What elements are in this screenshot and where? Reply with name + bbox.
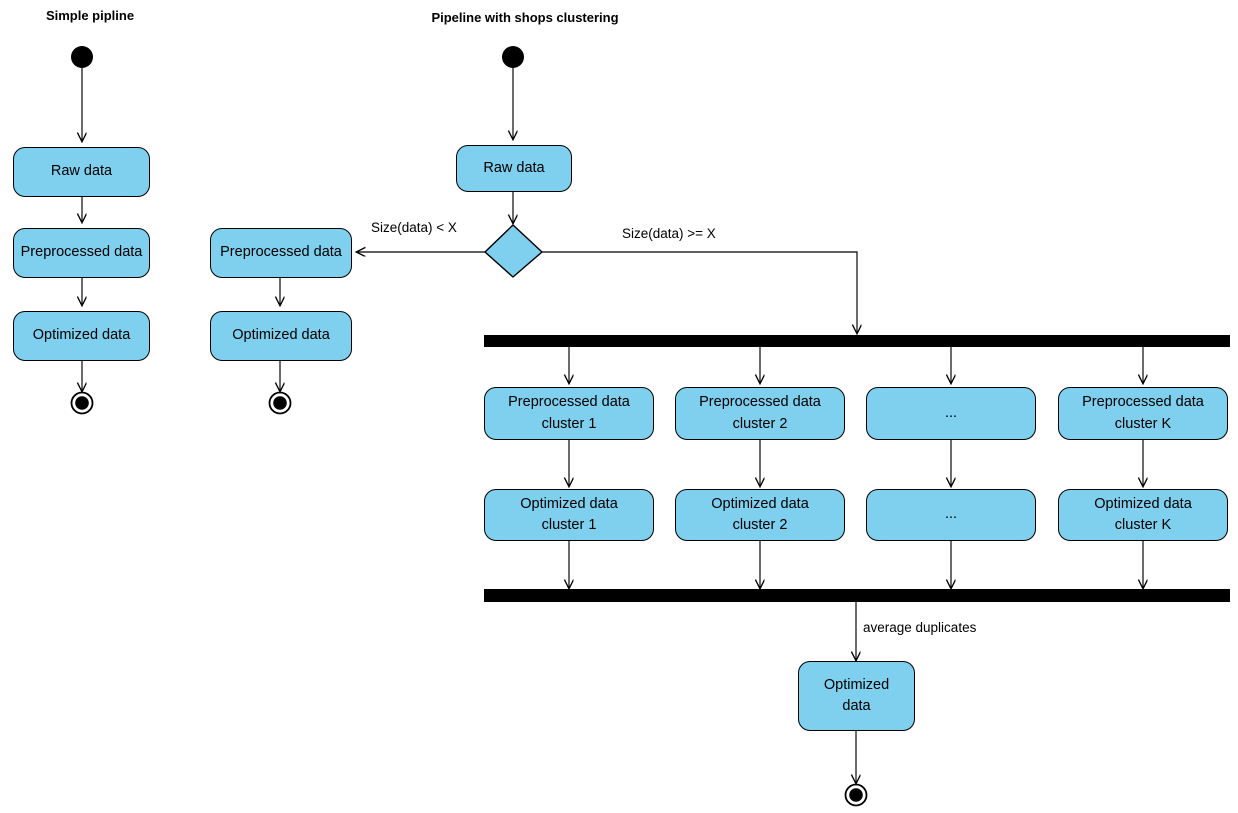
action-node-optimized-cluster-2[interactable]: Optimized data cluster 2 <box>675 489 845 541</box>
initial-node-right <box>502 46 524 68</box>
node-line-2: cluster 1 <box>541 415 597 432</box>
node-line-2: cluster 2 <box>732 517 788 533</box>
action-node-optimized-data-small-branch[interactable]: Optimized data <box>210 311 352 361</box>
node-line-1: Optimized <box>823 676 890 693</box>
node-line-2: cluster K <box>1114 517 1172 533</box>
decision-diamond <box>483 224 544 278</box>
node-line-2: cluster 2 <box>732 415 788 432</box>
guard-label-size-less-than-x: Size(data) < X <box>371 220 457 235</box>
action-node-optimized-data-left[interactable]: Optimized data <box>13 311 150 361</box>
node-line-1: Optimized data <box>520 495 618 512</box>
node-line-1: Preprocessed data <box>699 394 821 411</box>
initial-node-left <box>71 46 93 68</box>
right-diagram-title: Pipeline with shops clustering <box>431 10 619 25</box>
action-node-optimized-cluster-k[interactable]: Optimized data cluster K <box>1058 489 1228 541</box>
action-node-preprocessed-cluster-ellipsis[interactable]: ... <box>866 387 1036 440</box>
node-line-2: data <box>842 698 871 714</box>
fork-bar <box>484 335 1230 347</box>
action-node-preprocessed-data-small-branch[interactable]: Preprocessed data <box>210 228 352 278</box>
node-line-1: Preprocessed data <box>508 394 630 411</box>
action-node-preprocessed-cluster-k[interactable]: Preprocessed data cluster K <box>1058 387 1228 440</box>
action-node-optimized-data-final[interactable]: Optimized data <box>798 661 915 731</box>
action-node-optimized-cluster-1[interactable]: Optimized data cluster 1 <box>484 489 654 541</box>
edge-label-average-duplicates: average duplicates <box>863 620 977 635</box>
action-node-preprocessed-cluster-1[interactable]: Preprocessed data cluster 1 <box>484 387 654 440</box>
node-line-2: cluster 1 <box>541 517 597 533</box>
node-line-1: Optimized data <box>1094 495 1192 512</box>
final-node-small-branch <box>268 391 292 415</box>
node-line-2: cluster K <box>1114 415 1172 432</box>
action-node-optimized-cluster-ellipsis[interactable]: ... <box>866 489 1036 541</box>
node-line-1: Optimized data <box>711 495 809 512</box>
action-node-preprocessed-data-left[interactable]: Preprocessed data <box>13 228 150 278</box>
join-bar <box>484 589 1230 602</box>
action-node-raw-data-right[interactable]: Raw data <box>456 145 572 192</box>
final-node-left <box>70 391 94 415</box>
node-line-1: Preprocessed data <box>1082 394 1204 411</box>
final-node-right <box>844 783 868 807</box>
action-node-raw-data-left[interactable]: Raw data <box>13 147 150 197</box>
guard-label-size-greater-equal-x: Size(data) >= X <box>622 226 716 241</box>
action-node-preprocessed-cluster-2[interactable]: Preprocessed data cluster 2 <box>675 387 845 440</box>
left-diagram-title: Simple pipline <box>45 8 135 23</box>
